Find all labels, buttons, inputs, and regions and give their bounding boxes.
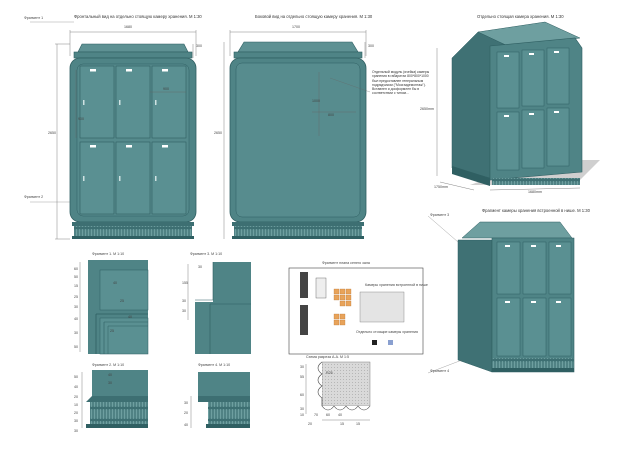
f3-dim: 30 (198, 265, 202, 269)
front-fragment-2-label: Фрагмент 2 (24, 195, 44, 199)
sec-dim: 70 (314, 413, 318, 417)
f1-dim: 25 (74, 295, 78, 299)
fragment-3-detail (187, 262, 251, 354)
front-dim-width: 1680 (124, 25, 132, 29)
sec-dim: 30 (300, 407, 304, 411)
f3-dim: 155 (182, 281, 188, 285)
niche-fragment-3-label: Фрагмент 3 (430, 213, 450, 217)
side-dim-width: 1700 (292, 25, 300, 29)
sec-dim: 40 (338, 413, 342, 417)
f2-dim: 50 (74, 375, 78, 379)
front-dim-mid: 900 (163, 87, 169, 91)
sec-dim: 60 (326, 413, 330, 417)
persp-dim-depth: 1750mm (434, 185, 448, 189)
f1-dim: 30 (74, 305, 78, 309)
f2-dim: 30 (108, 381, 112, 385)
f2-dim: 20 (74, 395, 78, 399)
plan-title: Фрагмент плана сенего зала (322, 261, 370, 265)
section-radius: R25 (326, 371, 333, 375)
sec-dim: 30 (300, 365, 304, 369)
f3-dim: 30 (182, 299, 186, 303)
fragment-3-title: Фрагмент 3. М 1:10 (190, 252, 223, 256)
front-fragment-1-label: Фрагмент 1 (24, 16, 44, 20)
fragment-2-detail (81, 370, 148, 428)
plan-label-standalone: Отдельно стоящие камеры хранения (356, 330, 418, 334)
f3-dim: 30 (182, 309, 186, 313)
perspective-view-title: Отдельно стоящая камера хранения. М 1:30 (477, 14, 564, 19)
front-view-title: Фронтальный вид на отдельно стоящую каме… (74, 14, 202, 19)
side-note: Отдельный модуль (ячейка) камеры хранени… (372, 70, 430, 96)
front-dim-height: 2650 (48, 131, 56, 135)
f1-dim: 25 (120, 299, 124, 303)
side-dim-height: 2650 (214, 131, 222, 135)
f1-dim: 40 (128, 315, 132, 319)
f4-dim: 40 (184, 423, 188, 427)
f1-dim: 25 (110, 329, 114, 333)
front-dim-cap: 300 (196, 44, 202, 48)
f4-dim: 30 (184, 401, 188, 405)
f4-dim: 20 (184, 411, 188, 415)
plan-label-niche: Камеры хранения встроенной в нише (365, 283, 428, 287)
fragment-1-title: Фрагмент 1. М 1:10 (92, 252, 125, 256)
f1-dim: 30 (74, 331, 78, 335)
sec-dim: 15 (356, 422, 360, 426)
f2-dim: 10 (74, 403, 78, 407)
section-a-a (305, 361, 371, 421)
sec-dim: 20 (308, 422, 312, 426)
front-view (30, 21, 197, 240)
f1-dim: 15 (74, 284, 78, 288)
f2-dim: 40 (108, 373, 112, 377)
fragment-2-title: Фрагмент 2. М 1:10 (92, 363, 125, 367)
front-dim-side: 900 (78, 117, 84, 121)
sec-dim: 55 (300, 375, 304, 379)
fragment-4-title: Фрагмент 4. М 1:10 (198, 363, 231, 367)
side-dim-h1: 1000 (312, 99, 320, 103)
side-dim-w1: 800 (328, 113, 334, 117)
niche-view (427, 215, 575, 374)
fragment-4-detail (190, 372, 250, 428)
f2-dim: 40 (74, 385, 78, 389)
sec-dim: 15 (340, 422, 344, 426)
front-lockers (79, 65, 187, 215)
f2-dim: 30 (74, 419, 78, 423)
hall-plan (288, 267, 424, 355)
f1-dim: 50 (74, 275, 78, 279)
side-view (223, 30, 371, 239)
f1-dim: 40 (113, 281, 117, 285)
f2-dim: 30 (74, 429, 78, 433)
sec-dim: 60 (300, 393, 304, 397)
side-dim-cap: 300 (368, 44, 374, 48)
persp-dim-height: 2650mm (420, 107, 434, 111)
perspective-view (436, 21, 600, 191)
side-view-title: Боковой вид на отдельно стоящую камеру х… (255, 14, 373, 19)
niche-view-title: Фрагмент камеры хранения встроенной в ни… (482, 208, 590, 213)
f2-dim: 20 (74, 411, 78, 415)
f1-dim: 60 (74, 267, 78, 271)
sec-dim: 10 (300, 413, 304, 417)
fragment-1-detail (79, 260, 149, 355)
persp-dim-width: 1680mm (528, 190, 542, 194)
niche-fragment-4-label: Фрагмент 4 (430, 369, 450, 373)
section-title: Схема разреза А-А. М 1:5 (306, 355, 349, 359)
f1-dim: 40 (74, 317, 78, 321)
f1-dim: 50 (74, 345, 78, 349)
